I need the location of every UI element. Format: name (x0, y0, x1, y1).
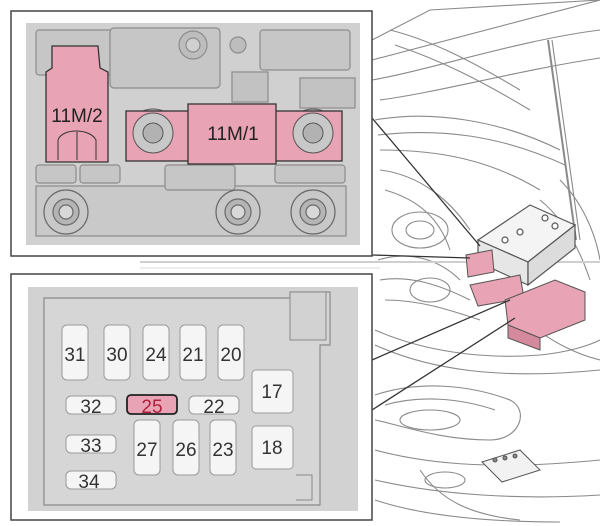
fuse-30: 30 (103, 324, 131, 381)
fuse-25: 25 (126, 394, 178, 418)
fuse-26: 26 (172, 419, 200, 476)
fuse-27-label: 27 (136, 440, 157, 461)
fuse-23: 23 (209, 419, 237, 476)
relay-18: 18 (251, 425, 294, 470)
fuse-31: 31 (61, 324, 89, 381)
battery-illustration (476, 204, 577, 287)
fuse-11m1: 11M/1 (125, 103, 343, 165)
fuse-34-label: 34 (78, 472, 100, 493)
fuse-11m2-label: 11M/2 (51, 106, 102, 127)
engine-bay-illustration (140, 0, 600, 523)
relay-17: 17 (251, 369, 294, 414)
fuse-30-label: 30 (106, 345, 127, 366)
fuse-31-label: 31 (64, 345, 85, 366)
fuse-20-label: 20 (220, 345, 241, 366)
fuse-23-label: 23 (212, 440, 233, 461)
callout-lines (371, 117, 516, 411)
fuse-21-label: 21 (182, 345, 203, 366)
engine-fusebox-highlights (465, 249, 586, 351)
fuse-21: 21 (179, 324, 207, 381)
fuse-24-label: 24 (145, 345, 167, 366)
fuse-25-label: 25 (141, 397, 162, 418)
relay-18-label: 18 (261, 438, 282, 459)
fuse-row-3: 33 27 26 23 (65, 419, 237, 476)
fuse-27: 27 (133, 419, 161, 476)
fuse-32-label: 32 (80, 397, 101, 418)
fuse-11m2: 11M/2 (45, 45, 109, 163)
fuse-32: 32 (65, 395, 117, 418)
upper-fuse-panel: 11M/2 11M/1 (10, 10, 373, 257)
fuse-22-label: 22 (203, 397, 224, 418)
fuse-26-label: 26 (175, 440, 196, 461)
fuse-20: 20 (217, 324, 245, 381)
fuse-22: 22 (188, 395, 240, 418)
fuse-11m1-label: 11M/1 (207, 124, 258, 145)
relay-17-label: 17 (261, 382, 282, 403)
battery-small-icon (481, 449, 541, 483)
fuse-row-2: 32 25 22 (65, 394, 240, 418)
fuse-33-label: 33 (80, 436, 101, 457)
fuse-34: 34 (65, 470, 117, 493)
fuse-33: 33 (65, 434, 117, 457)
fuse-row-1: 31 30 24 21 20 (61, 324, 245, 381)
fuse-24: 24 (142, 324, 170, 381)
